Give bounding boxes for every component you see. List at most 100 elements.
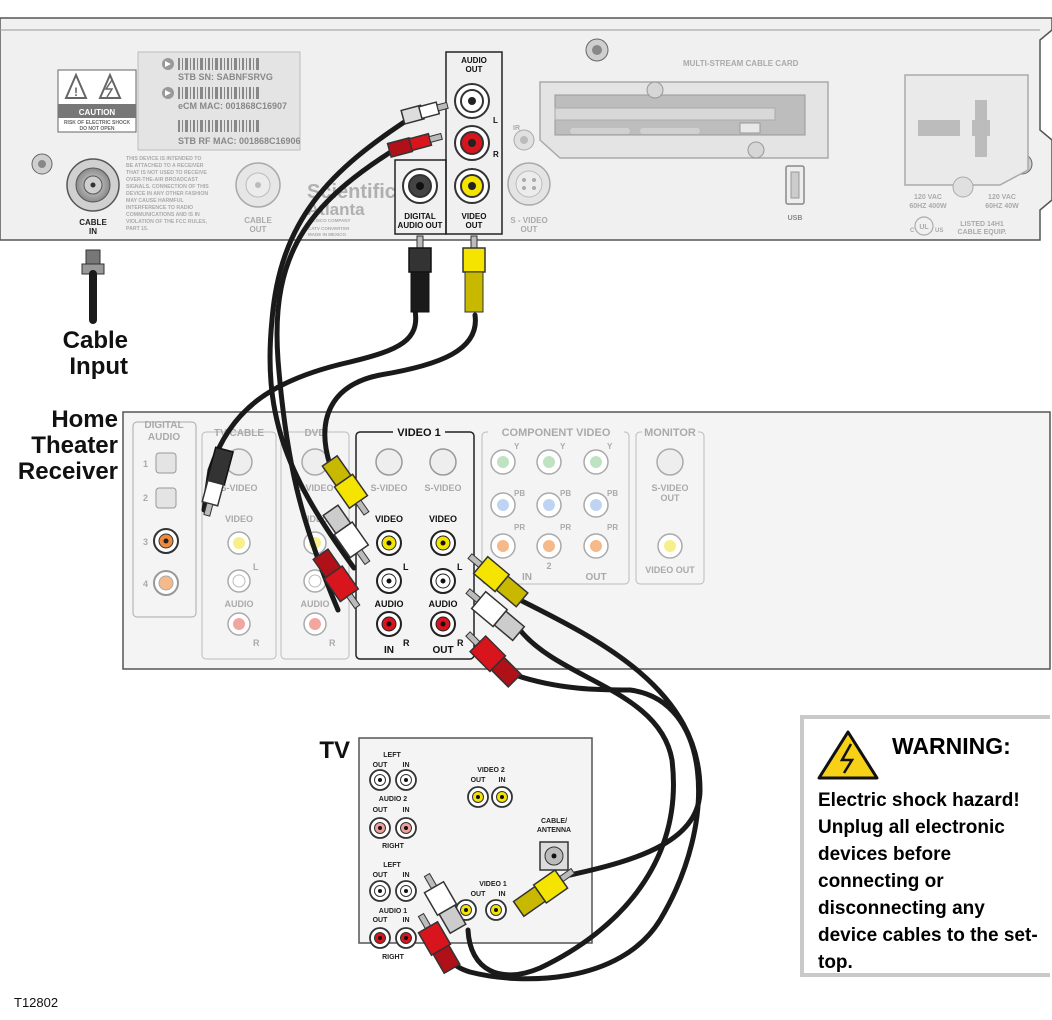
receiver-out-audio-left-plug bbox=[465, 588, 526, 642]
svg-text:S-VIDEO: S-VIDEO bbox=[424, 483, 461, 493]
svg-text:R: R bbox=[457, 638, 464, 648]
svg-text:2: 2 bbox=[143, 493, 148, 503]
cable-audio-right bbox=[274, 137, 413, 613]
coax-cable bbox=[81, 249, 105, 324]
caution-label: ! CAUTION RISK OF ELECTRIC SHOCK DO NOT … bbox=[57, 69, 137, 133]
av-out-block: AUDIO OUT L R DIGITAL AUDIO OUT VIDEO OU… bbox=[394, 51, 503, 235]
svg-text:IN: IN bbox=[522, 572, 532, 583]
svg-text:2: 2 bbox=[546, 561, 551, 571]
electric-warning-icon bbox=[817, 730, 879, 780]
svg-text:PB: PB bbox=[560, 489, 571, 498]
svg-text:1: 1 bbox=[143, 459, 148, 469]
stb-audio-out-right-jack[interactable] bbox=[454, 125, 490, 161]
svg-text:OUT: OUT bbox=[521, 225, 538, 234]
stb-video-out-jack[interactable] bbox=[454, 168, 490, 204]
set-top-back-panel: ! CAUTION RISK OF ELECTRIC SHOCK DO NOT … bbox=[0, 17, 1052, 241]
receiver-video1-out-video-jack[interactable] bbox=[430, 530, 456, 556]
svg-text:OUT: OUT bbox=[373, 762, 389, 769]
svg-text:LISTED 14H1: LISTED 14H1 bbox=[960, 221, 1004, 228]
svg-text:S-VIDEO: S-VIDEO bbox=[370, 483, 407, 493]
svg-text:AUDIO: AUDIO bbox=[461, 56, 487, 65]
svg-text:OUT: OUT bbox=[373, 807, 389, 814]
figure-code: T12802 bbox=[14, 995, 59, 1010]
svg-text:R: R bbox=[329, 638, 336, 648]
svg-text:RIGHT: RIGHT bbox=[382, 843, 405, 850]
serial-sticker: STB SN: SABNFSRVG eCM MAC: 001868C16907 … bbox=[137, 51, 301, 151]
svg-text:CABLE EQUIP.: CABLE EQUIP. bbox=[958, 229, 1007, 236]
svg-text:IN: IN bbox=[403, 762, 410, 769]
svg-text:AUDIO 2: AUDIO 2 bbox=[379, 796, 408, 803]
svg-text:OUT: OUT bbox=[432, 645, 453, 656]
cable-in-label: CABLE bbox=[79, 218, 107, 227]
svg-text:S - VIDEO: S - VIDEO bbox=[510, 216, 547, 225]
receiver-video1-in-audio-l-jack[interactable] bbox=[376, 568, 402, 594]
svg-text:PART 15.: PART 15. bbox=[126, 226, 149, 232]
cable-audio-left bbox=[267, 114, 415, 571]
warning-text: Electric shock hazard! Unplug all electr… bbox=[818, 790, 1038, 973]
svg-text:OUT: OUT bbox=[466, 65, 483, 74]
cable-out-label: CABLE bbox=[244, 216, 272, 225]
cable-digital-audio bbox=[201, 307, 419, 513]
svg-text:COMPONENT VIDEO: COMPONENT VIDEO bbox=[502, 427, 611, 439]
receiver-video1-out-audio-r-jack[interactable] bbox=[430, 611, 456, 637]
svg-text:OUT: OUT bbox=[373, 917, 389, 924]
svg-text:DIGITAL: DIGITAL bbox=[404, 212, 436, 221]
cable-in-connector[interactable] bbox=[66, 158, 120, 212]
svg-text:C: C bbox=[910, 228, 915, 234]
receiver-panel: DIGITAL AUDIO 1 2 3 4 TV/CABLE S-VIDEO V… bbox=[122, 411, 1051, 670]
svg-text:LEFT: LEFT bbox=[383, 862, 401, 869]
svg-text:VIDEO 1: VIDEO 1 bbox=[479, 881, 507, 888]
svg-text:ANTENNA: ANTENNA bbox=[537, 827, 571, 834]
svg-text:SIGNALS. CONNECTION OF THIS: SIGNALS. CONNECTION OF THIS bbox=[126, 184, 209, 190]
svg-text:US: US bbox=[935, 228, 943, 234]
svg-text:OUT: OUT bbox=[373, 872, 389, 879]
svg-text:IN: IN bbox=[89, 227, 97, 236]
svg-text:LEFT: LEFT bbox=[383, 752, 401, 759]
tv-audio1-jacks[interactable] bbox=[369, 880, 417, 949]
svg-text:S-VIDEO: S-VIDEO bbox=[651, 483, 688, 493]
svg-text:RIGHT: RIGHT bbox=[382, 954, 405, 961]
svg-text:AUDIO: AUDIO bbox=[375, 599, 404, 609]
stb-digital-audio-plug bbox=[408, 235, 432, 313]
stb-rf-mac: STB RF MAC: 001868C16906 bbox=[178, 136, 301, 146]
receiver-video1-in-audio-r-jack[interactable] bbox=[376, 611, 402, 637]
svg-text:CATV CONVERTER: CATV CONVERTER bbox=[308, 226, 350, 231]
cables bbox=[81, 101, 703, 982]
usb-port: USB bbox=[785, 165, 805, 222]
stb-digital-audio-out-jack[interactable] bbox=[402, 168, 438, 204]
stb-audio-out-left-jack[interactable] bbox=[454, 83, 490, 119]
svg-text:IN: IN bbox=[403, 807, 410, 814]
stb-audio-left-plug bbox=[400, 101, 449, 125]
caution-line1: RISK OF ELECTRIC SHOCK bbox=[64, 120, 131, 126]
svg-text:AUDIO: AUDIO bbox=[301, 599, 330, 609]
svg-text:OUT: OUT bbox=[471, 891, 487, 898]
tv-label: TV bbox=[319, 737, 350, 764]
cable-tv-audio-left bbox=[465, 627, 676, 978]
stb-video-plug bbox=[462, 235, 486, 313]
svg-text:IN: IN bbox=[403, 917, 410, 924]
svg-text:R: R bbox=[493, 150, 499, 159]
receiver-video1-out-audio-l-jack[interactable] bbox=[430, 568, 456, 594]
svg-text:AUDIO 1: AUDIO 1 bbox=[379, 908, 408, 915]
svg-text:VIDEO OUT: VIDEO OUT bbox=[645, 565, 695, 575]
svg-text:60HZ 400W: 60HZ 400W bbox=[909, 203, 947, 210]
tv-audio2-jacks bbox=[369, 769, 417, 839]
svg-text:UL: UL bbox=[919, 224, 929, 231]
svg-text:AUDIO: AUDIO bbox=[225, 599, 254, 609]
svg-text:IN: IN bbox=[499, 777, 506, 784]
svg-text:S-VIDEO: S-VIDEO bbox=[220, 483, 257, 493]
svg-text:CABLE/: CABLE/ bbox=[541, 818, 567, 825]
caution-title: CAUTION bbox=[79, 108, 116, 117]
tv-panel: LEFT OUT IN AUDIO 2 OUT IN RIGHT VIDEO 2… bbox=[358, 737, 593, 961]
svg-text:VIDEO: VIDEO bbox=[429, 514, 457, 524]
tv-audio-left-plug bbox=[423, 872, 467, 935]
svg-text:Y: Y bbox=[514, 442, 520, 451]
svg-text:PR: PR bbox=[514, 523, 525, 532]
tv-video2-jacks bbox=[467, 786, 513, 808]
receiver-video1-in-video-jack[interactable] bbox=[376, 530, 402, 556]
svg-text:MADE IN MEXICO: MADE IN MEXICO bbox=[308, 232, 347, 237]
svg-text:Y: Y bbox=[560, 442, 566, 451]
svg-text:MONITOR: MONITOR bbox=[644, 427, 696, 439]
warning-box: WARNING: Electric shock hazard! Unplug a… bbox=[800, 715, 1050, 977]
